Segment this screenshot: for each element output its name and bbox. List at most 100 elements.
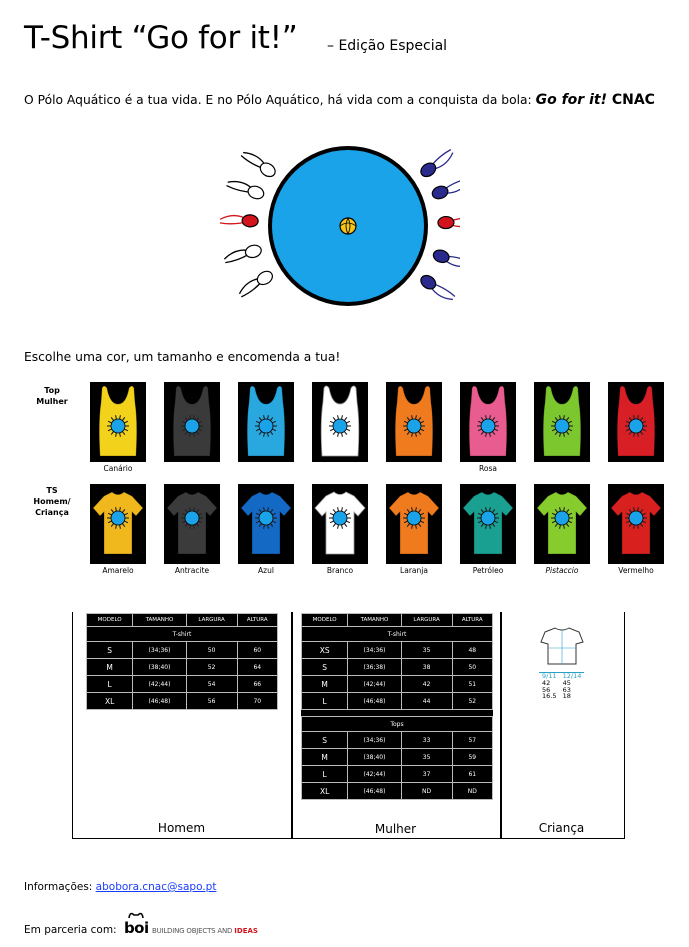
tshirt-swatch[interactable] — [460, 484, 516, 564]
tops-swatch[interactable] — [238, 382, 294, 462]
col-name-mulher: Mulher — [374, 822, 417, 836]
table-cell: 48 — [451, 641, 494, 659]
tops-swatch[interactable] — [164, 382, 220, 462]
swimmer-head — [420, 274, 437, 290]
swimmer-head — [420, 162, 437, 178]
partner-line: Em parceria com: boi BUILDING OBJECTS AN… — [24, 912, 258, 937]
tank-top-icon — [616, 385, 656, 457]
row-label-tops: Top Mulher — [30, 386, 74, 408]
table-cell: 50 — [185, 641, 238, 659]
row-label-tshirts: TS Homem/ Criança — [30, 486, 74, 518]
partner-tagline-ideas: IDEAS — [234, 927, 258, 935]
table-row: 42 45 — [539, 678, 584, 687]
email-link[interactable]: abobora.cnac@sapo.pt — [95, 881, 217, 893]
tops-swatch[interactable] — [312, 382, 368, 462]
table-cell: L — [300, 692, 349, 710]
table-cell: 66 — [236, 675, 279, 693]
table-cell: 70 — [236, 692, 279, 710]
table-cell: 35 — [400, 748, 453, 766]
tops-swatch[interactable] — [90, 382, 146, 462]
crianca-frame — [500, 612, 625, 839]
th-altura: ALTURA — [236, 613, 279, 627]
page-title: T-Shirt “Go for it!” — [24, 20, 298, 56]
tshirt-swatch[interactable] — [386, 484, 442, 564]
table-cell: 42 — [400, 675, 453, 693]
th-modelo: MODELO — [85, 613, 134, 627]
table-cell: 56 — [185, 692, 238, 710]
tshirt-icon — [388, 491, 440, 555]
table-cell: 45 — [562, 678, 571, 687]
tshirt-icon — [240, 491, 292, 555]
table-cell: 61 — [451, 765, 494, 783]
swimmer-head — [431, 185, 449, 200]
tops-swatch[interactable] — [608, 382, 664, 462]
kids-tshirt-diagram-icon — [540, 627, 584, 665]
table-cell: 64 — [236, 658, 279, 676]
table-cell: (46;48) — [347, 782, 402, 800]
table-cell: 18 — [562, 692, 571, 701]
tshirt-swatch[interactable] — [238, 484, 294, 564]
row-label-tops-line1: Top — [44, 386, 60, 395]
table-cell: ND — [400, 782, 453, 800]
tshirt-swatch[interactable] — [90, 484, 146, 564]
swimmer-head — [241, 214, 259, 228]
row-label-tops-line2: Mulher — [36, 396, 68, 406]
tops-swatch[interactable] — [534, 382, 590, 462]
row-label-tshirts-line1: TS — [46, 486, 58, 495]
table-cell: 37 — [400, 765, 453, 783]
table-cell: (42;44) — [132, 675, 187, 693]
table-cell: XL — [300, 782, 349, 800]
tshirt-caption: Vermelho — [618, 566, 654, 575]
tshirt-swatch[interactable] — [608, 484, 664, 564]
table-cell: 59 — [451, 748, 494, 766]
table-cell: (34;36) — [132, 641, 187, 659]
table-cell: 54 — [185, 675, 238, 693]
table-cell: (42;44) — [347, 675, 402, 693]
info-label: Informações: — [24, 881, 96, 893]
bull-horns-icon — [128, 912, 144, 919]
table-cell: L — [300, 765, 349, 783]
table-cell: (42;44) — [347, 765, 402, 783]
table-row: 16.5 18 — [539, 693, 584, 700]
tshirt-icon — [536, 491, 588, 555]
tshirt-icon — [610, 491, 662, 555]
table-cell: 57 — [451, 731, 494, 749]
tshirt-caption: Petróleo — [472, 566, 504, 575]
tshirt-caption: Azul — [258, 566, 274, 575]
swimmer-head — [247, 185, 265, 200]
intro-body: O Pólo Aquático é a tua vida. E no Pólo … — [24, 93, 536, 107]
row-label-tshirts-line3: Criança — [35, 507, 69, 517]
table-cell: 42 — [542, 678, 551, 687]
crianca-col-12-14: 12/14 — [559, 671, 585, 680]
th-tamanho: TAMANHO — [347, 613, 402, 627]
table-cell: 51 — [451, 675, 494, 693]
tshirt-swatch[interactable] — [534, 484, 590, 564]
th-altura: ALTURA — [451, 613, 494, 627]
spacer — [301, 709, 493, 717]
tshirt-icon — [92, 491, 144, 555]
swimmer-head — [244, 244, 262, 259]
size-table-mulher: MODELO TAMANHO LARGURA ALTURA T-shirt XS… — [300, 613, 494, 800]
tank-top-icon — [394, 385, 434, 457]
table-cell: XS — [300, 641, 349, 659]
table-cell: (36;38) — [347, 658, 402, 676]
table-cell: 16.5 — [542, 692, 557, 701]
ball-icon — [339, 217, 357, 235]
th-largura: LARGURA — [400, 613, 453, 627]
tshirt-swatch[interactable] — [312, 484, 368, 564]
tops-swatch[interactable] — [460, 382, 516, 462]
table-cell: 35 — [400, 641, 453, 659]
table-cell: (38;40) — [347, 748, 402, 766]
tank-top-icon — [246, 385, 286, 457]
tops-swatch[interactable] — [386, 382, 442, 462]
tshirt-swatch[interactable] — [164, 484, 220, 564]
intro-brand: CNAC — [606, 92, 655, 108]
mulher-frame — [291, 612, 502, 839]
intro-slogan: Go for it! — [535, 92, 607, 108]
